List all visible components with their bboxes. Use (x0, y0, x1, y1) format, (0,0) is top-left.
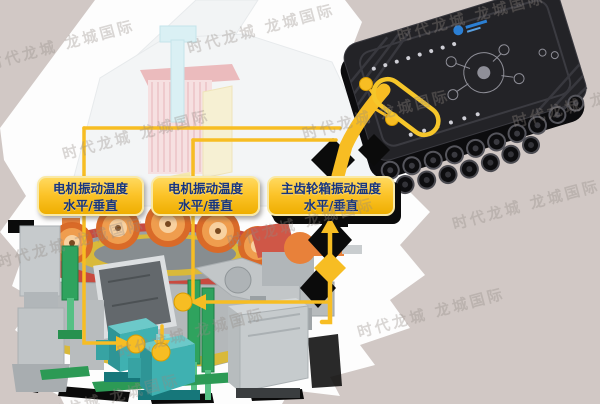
roller (96, 202, 140, 250)
wire-callout3-band (331, 83, 391, 183)
connector-row-2 (395, 136, 541, 195)
jack-rod-2 (205, 370, 211, 400)
cabinet-side (239, 305, 309, 393)
callout-motor-1: 电机振动温度 水平/垂直 (37, 176, 144, 216)
wire-callout3-down (319, 213, 333, 325)
sensor-dots (126, 77, 399, 362)
callout-motor-1-line1: 电机振动温度 (52, 181, 128, 196)
ghost-yellow-slab (202, 85, 233, 179)
sensor-dot-motor-2 (151, 342, 171, 362)
connector-highlight-oval (371, 76, 441, 138)
connector-row-1 (380, 94, 585, 180)
tower-upper (19, 225, 61, 297)
tower-joint (24, 292, 58, 310)
roller (196, 206, 240, 253)
callout-gearbox: 主齿轮箱振动温度 水平/垂直 (267, 176, 395, 216)
device-body (343, 0, 587, 161)
callout-motor-1-line2: 水平/垂直 (63, 198, 118, 213)
callout-motor-2-line1: 电机振动温度 (167, 181, 243, 196)
arrow-up-to-callout-3 (321, 217, 339, 233)
jack-left-base (58, 330, 82, 339)
callout-motor-2-line2: 水平/垂直 (178, 198, 233, 213)
callout-gearbox-line2: 水平/垂直 (303, 198, 359, 213)
jack-left-rod (67, 298, 74, 332)
arrow-to-gearbox (190, 294, 206, 310)
wire-diamond-node (314, 252, 346, 284)
arrow-to-motor-1 (116, 336, 132, 351)
cabinet-front (228, 306, 240, 392)
wire-callout1-down (82, 214, 118, 345)
callout-gearbox-line1: 主齿轮箱振动温度 (280, 181, 381, 196)
device-schematic (445, 44, 559, 101)
arm-joint (224, 266, 252, 294)
right-cabinet (228, 298, 309, 398)
device-connectors (380, 94, 585, 195)
cabinet-foot (236, 388, 300, 398)
window-slats (107, 274, 159, 307)
device-logo (453, 19, 488, 36)
green-rail-2 (40, 366, 90, 380)
left-towers (12, 225, 104, 392)
sensor-dot-motor-1 (126, 334, 146, 354)
ghost-cyan-pipe (170, 39, 185, 123)
silver-shaft (342, 245, 362, 254)
acquisition-device (340, 0, 588, 195)
callout-motor-2: 电机振动温度 水平/垂直 (151, 176, 260, 216)
sensor-dot-device-1 (359, 77, 373, 91)
cabinet-lines (247, 313, 301, 337)
yellow-wires (82, 82, 394, 345)
sensor-dot-gearbox (173, 292, 193, 312)
inspection-window (96, 258, 174, 336)
